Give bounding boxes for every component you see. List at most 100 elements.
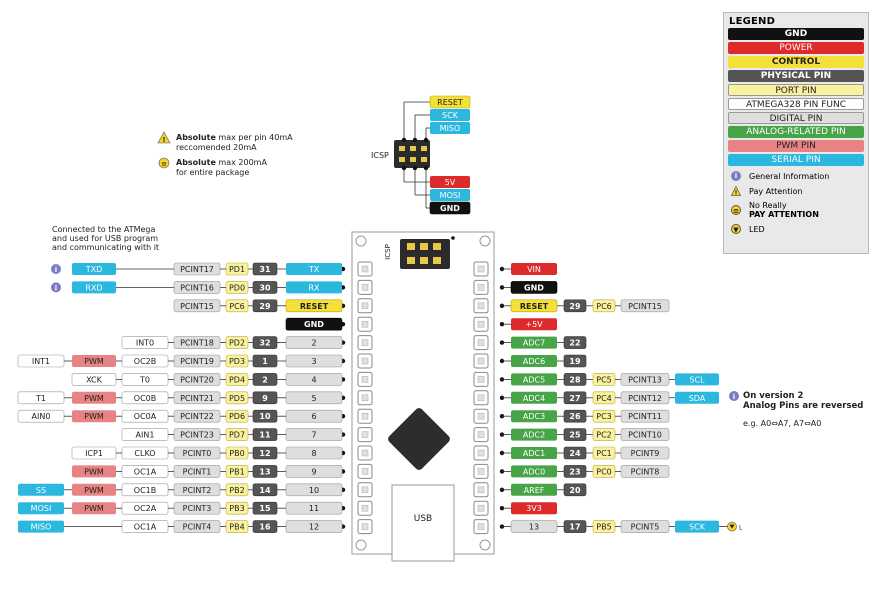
left-pin-8-phys: 10 [252,409,278,423]
right-pin-14-ext-bg [675,520,719,533]
right-pin-9-fn-label: ADC2 [523,431,545,440]
left-pin-12-ext-1-bg [72,483,116,496]
left-pin-12-ext-2: OC1B [121,483,169,497]
right-pin-4-phys-label: 22 [569,339,580,348]
board-pin-right-pad [477,265,485,273]
legend-item-analog: ANALOG-RELATED PIN [728,126,864,138]
left-pin-2-pcint-label: PCINT15 [180,302,214,311]
note-max-pin: Absolute max per pin 40mA [176,133,293,142]
left-pin-12-ext-1: PWM [72,483,116,496]
warning-icon-shape [157,131,171,144]
right-pin-9-fn: ADC2 [511,428,557,441]
legend-item-serial: SERIAL PIN [728,154,864,166]
right-pin-9-phys-label: 25 [569,431,581,440]
left-pin-13-ext-0: MOSI [18,502,64,515]
right-pin-3-fn: +5V [511,318,557,331]
left-pin-2-port-label: PC6 [229,302,245,311]
left-pin-0-port-label: PD1 [229,265,245,274]
left-pin-11-phys: 13 [252,465,278,478]
board-pin-left-pad [361,468,369,475]
right-pin-8-pcint-bg [620,409,670,423]
right-pin-1-fn: GND [510,281,558,294]
right-pin-2-port: PC6 [592,299,616,313]
legend-item-physical: PHYSICAL PIN [728,70,864,82]
right-pin-10-fn: ADC1 [511,447,557,459]
left-pin-13-port-label: PB3 [229,504,244,513]
left-pin-11-ext-0-bg [72,465,116,478]
left-pin-10-ext-1: CLKO [121,446,169,460]
right-pin-4-fn-label: ADC7 [523,339,545,348]
right-pin-11-phys-label: 23 [569,467,580,476]
mount-hole [355,539,367,551]
left-pin-1-port: PD0 [225,281,249,294]
icsp-top-pin-0-bg [429,95,471,109]
led-icon [727,521,737,532]
right-pin-8-pcint-label: PCINT11 [628,412,662,421]
icsp-top-pin-2-bg [430,122,470,134]
left-pin-6-ext-0-label: XCK [86,375,102,384]
left-pin-11-pcint-label: PCINT1 [183,467,212,476]
board-icsp-label: ICSP [384,244,392,260]
info-icon: i [731,171,741,181]
left-pin-13-fn-label: 11 [309,504,319,513]
left-pin-6-ext-1: T0 [121,373,169,386]
icsp-header [394,140,430,168]
left-pin-10-pcint-label: PCINT0 [183,449,212,458]
left-pin-6-fn: 4 [285,373,343,386]
left-pin-9-pcint: PCINT23 [173,428,221,441]
right-pin-3-fn-label: +5V [525,320,543,329]
left-pin-11-pcint: PCINT1 [173,465,221,478]
left-pin-0-phys-label: 31 [259,265,271,274]
left-pin-5-pcint-label: PCINT19 [180,357,214,366]
left-pin-12-fn-label: 10 [309,486,319,495]
legend-item-power: POWER [728,42,864,54]
left-pin-0-ext-0: TXD [72,263,116,275]
left-pin-0-pcint: PCINT17 [173,262,221,276]
left-pin-10-fn: 8 [285,446,343,460]
right-pin-11-pcint: PCINT8 [620,465,670,478]
left-pin-8-ext-2: OC0A [121,409,169,423]
right-pin-2-pcint-label: PCINT15 [628,302,662,311]
legend-general-info: i General Information [731,171,868,181]
left-pin-7-fn-label: 5 [311,394,316,403]
left-pin-13-ext-2: OC2A [121,501,169,515]
left-pin-3-fn: GND [285,317,343,331]
right-pin-10-phys: 24 [563,446,587,460]
left-pin-4-phys: 32 [252,336,278,349]
icsp-top-pin-0-label: RESET [437,98,463,107]
right-pin-11-fn-bg [511,465,557,478]
legend-item-func: ATMEGA328 PIN FUNC [728,98,864,110]
legend-item-port: PORT PIN [728,84,864,96]
left-pin-6-ext-0: XCK [71,373,117,386]
right-pin-6-phys-label: 28 [569,375,581,384]
left-pin-9-port: PD7 [225,428,249,441]
left-pin-6-phys: 2 [252,373,278,386]
note-version-1: On version 2 [743,391,804,401]
right-pin-2-fn-label: RESET [520,302,549,311]
icsp-bottom-pin-1-bg [430,189,470,201]
right-pin-14-fn-label: 13 [529,523,539,532]
right-pin-2-phys: 29 [563,299,587,313]
board-pin-left-pad [361,394,369,402]
icsp-bottom-dot-2 [423,165,429,171]
board-pin-right-pad [477,504,485,512]
right-pin-1-fn-bg [510,281,558,294]
icsp-bottom-pin-2-bg [429,201,471,215]
board-pin-right-pad [477,412,485,420]
left-pin-12-pcint-label: PCINT2 [183,486,212,495]
left-pin-7-pcint: PCINT21 [173,391,221,405]
left-pin-9-pcint-label: PCINT23 [180,431,214,440]
left-pin-0-fn-bg [286,263,342,275]
right-pin-11-pcint-bg [620,465,670,478]
left-pin-2-phys: 29 [252,299,278,313]
left-pin-13-port: PB3 [225,501,249,515]
right-pin-7-fn-bg [511,391,557,404]
warning-icon: ! [157,131,171,144]
left-pin-14-pcint-label: PCINT4 [183,523,212,532]
stop-icon-shape [158,157,170,169]
left-pin-5-phys-label: 1 [262,357,268,366]
left-pin-1-pcint: PCINT16 [173,281,221,294]
right-pin-4-fn-bg [511,336,557,349]
right-pin-14-port: PB5 [592,520,616,533]
